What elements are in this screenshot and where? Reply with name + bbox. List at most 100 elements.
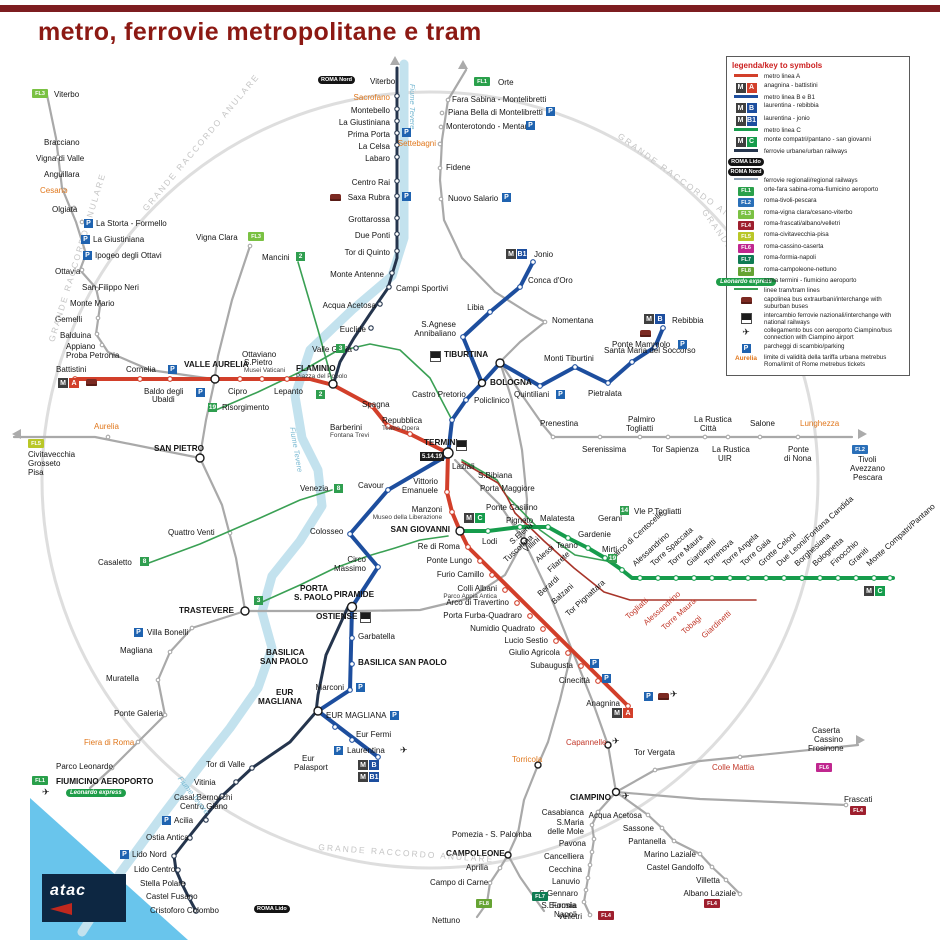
railway-brand-badge: ROMA Nord [318, 76, 355, 84]
station-label: Ponte Mammolo [612, 340, 671, 349]
tram-number-badge: 3 [254, 596, 263, 605]
station-label: PORTA [300, 584, 329, 593]
badge-anchor [858, 429, 867, 439]
legend-row-label: collegamento bus con aeroporto Ciampino/… [764, 327, 892, 342]
badge-anchor: ✈ [612, 737, 620, 746]
legend-sample: Aurelia [732, 355, 760, 362]
legend-sample: Leonardo express [716, 278, 776, 287]
station-label: Castel Fusano [146, 892, 198, 901]
station-label: Capannelle [566, 738, 607, 747]
legend-sample: FL8 [732, 266, 760, 276]
badge-anchor: 8 [334, 484, 343, 493]
station-label: Cinecittà [558, 676, 590, 685]
metro-c-line-stations [485, 524, 893, 581]
station-label: Gerani [598, 514, 623, 523]
tram-number-badge: 2 [316, 390, 325, 399]
legend-row-label: parcheggi di scambio/parking [764, 342, 845, 350]
station-label: Fiera di Roma [84, 738, 135, 747]
badge-anchor: P [502, 193, 511, 202]
badge-anchor [458, 60, 468, 69]
station-label: Musei Vaticani [244, 367, 286, 374]
station-label: Castel Gandolfo [646, 863, 704, 872]
fl1-north [438, 68, 547, 364]
legend-sample [732, 94, 760, 98]
badge-anchor: FL8 [476, 899, 492, 908]
station-label: Grottarossa [348, 215, 390, 224]
station-label: S. PAOLO [294, 593, 333, 602]
roma-nord-line-stations [353, 93, 400, 351]
station-label: Policlinico [474, 396, 510, 405]
station-label: Tor Sapienza [652, 445, 699, 454]
legend-row: intercambio ferrovie nazionali/interchan… [732, 312, 904, 326]
station-label: Olgiata [52, 205, 78, 214]
station-label: Anguillara [44, 170, 80, 179]
station-label: Jonio [534, 250, 554, 259]
legend-sample [732, 296, 760, 304]
fl-line-badge: FL2 [738, 198, 754, 208]
badge-anchor: FL2 [852, 445, 868, 454]
station-label: Colli Albani [457, 584, 497, 593]
station-label: SAN GIOVANNI [390, 525, 450, 534]
station-label: Lepanto [274, 387, 303, 396]
legend-row-label: ferrovie urbane/urban railways [764, 148, 848, 156]
fl-line-badge: FL1 [738, 186, 754, 196]
station-label: Muratella [106, 674, 139, 683]
station-label: Vle P.Togliatti [634, 507, 682, 516]
legend-sample: FL1 [732, 186, 760, 196]
legend-row-label: roma-tivoli-pescara [764, 197, 817, 205]
tram-19-line [215, 343, 453, 421]
train-icon [740, 312, 752, 324]
plane-icon: ✈ [742, 327, 750, 338]
fl2-line-stations [550, 434, 801, 440]
atac-arrow-icon [50, 902, 72, 915]
badge-anchor: P [84, 219, 93, 228]
station-label: Numidio Quadrato [470, 624, 535, 633]
parking-icon: P [546, 107, 555, 116]
badge-anchor: P [590, 659, 599, 668]
fl-line-badge: FL4 [738, 221, 754, 231]
fl6-line-stations [652, 754, 743, 773]
station-label: Viterbo [370, 77, 396, 86]
station-label: Euclide [339, 325, 366, 334]
page-title: metro, ferrovie metropolitane e tram [38, 18, 482, 46]
station-label: Lunghezza [800, 419, 840, 428]
badge-anchor [658, 693, 669, 700]
station-label: Campo di Carne [430, 878, 489, 887]
station-label: Annibaliano [414, 329, 456, 338]
fl7-formia [506, 853, 546, 913]
fl4-velletri [582, 790, 618, 917]
fl-line-badge: FL3 [32, 89, 48, 98]
badge-anchor: P [81, 235, 90, 244]
tram-number-badge: 14 [620, 506, 629, 515]
badge-anchor: 14 [620, 506, 629, 515]
station-label: OSTIENSE [316, 612, 358, 621]
badge-anchor: P [644, 692, 653, 701]
badge-anchor: P [334, 746, 343, 755]
badge-anchor: P [83, 251, 92, 260]
line-sample [734, 74, 758, 77]
badge-anchor: P [162, 816, 171, 825]
bus-icon [330, 194, 341, 201]
station-label: Ponte Casilino [486, 503, 538, 512]
station-label: Colosseo [310, 527, 344, 536]
plane-icon: ✈ [612, 736, 620, 746]
badge-anchor: 2 [296, 252, 305, 261]
fl-line-badge: FL8 [476, 899, 492, 908]
station-label: Cristoforo Colombo [150, 906, 219, 915]
fl-line-badge: FL7 [532, 892, 548, 901]
station-label: Saxa Rubra [347, 193, 390, 202]
line-sample [734, 178, 758, 181]
parking-icon: P [402, 128, 411, 137]
station-label: Mirti [602, 545, 618, 554]
badge-anchor: FL6 [816, 763, 832, 772]
